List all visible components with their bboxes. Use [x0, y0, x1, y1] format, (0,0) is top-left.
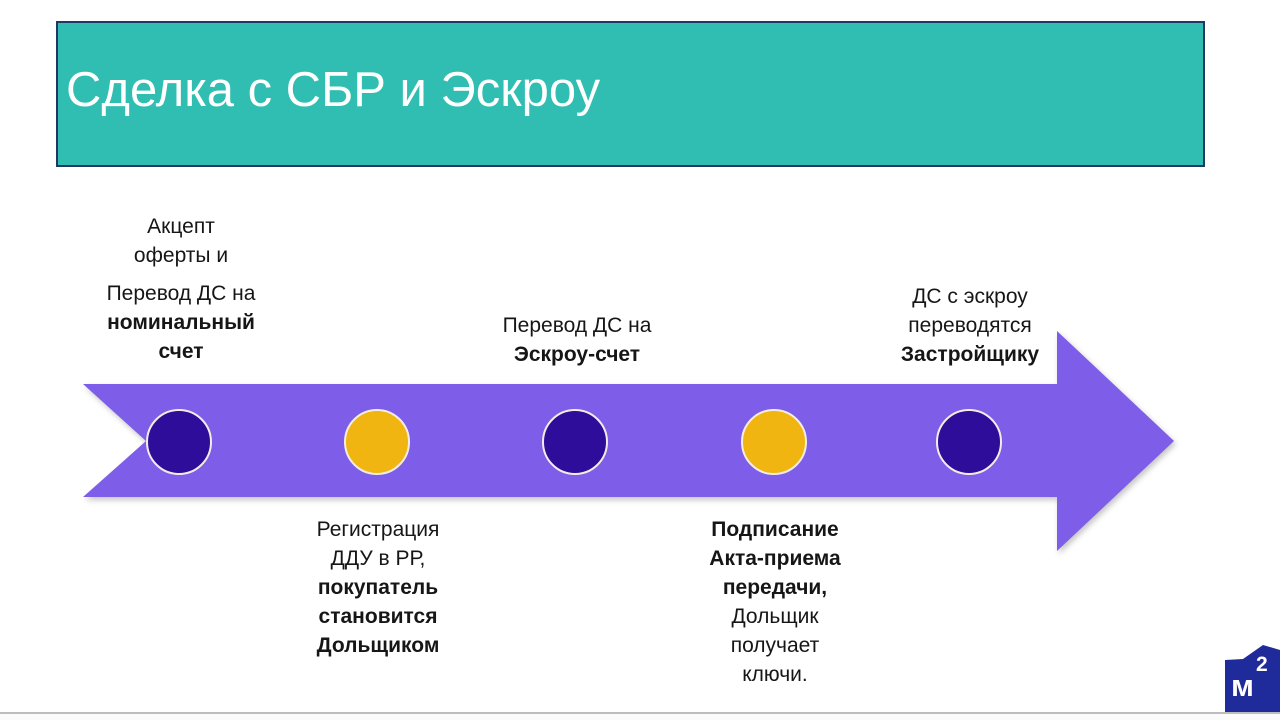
label-line: номинальный: [107, 311, 255, 334]
bottom-edge-line: [0, 712, 1280, 720]
m2-logo: м 2: [1222, 640, 1280, 720]
step-label-5: ДС с эскроу переводятся Застройщику: [888, 279, 1052, 376]
logo-letter: м: [1231, 668, 1254, 703]
label-line: счет: [158, 340, 204, 363]
step-label-4: Подписание Акта-приема передачи, Дольщик…: [709, 515, 840, 689]
step-circle-4: [741, 409, 807, 475]
label-line: Акцепт: [147, 215, 215, 238]
label-line: ДС с эскроу: [912, 285, 1028, 308]
label-line: переводятся: [908, 314, 1032, 337]
label-line: становится: [318, 605, 438, 628]
arrow-shape: [83, 331, 1174, 551]
label-line: покупатель: [317, 576, 439, 599]
step-circle-3: [542, 409, 608, 475]
label-line: получает: [730, 634, 820, 657]
step-label-3: Перевод ДС на Эскроу-счет: [503, 311, 652, 369]
step-circle-1: [146, 409, 212, 475]
label-line: Дольщик: [731, 605, 819, 628]
label-line: Подписание: [711, 518, 839, 541]
label-line: передачи,: [722, 576, 828, 599]
logo-shape: [1225, 645, 1280, 713]
label-line: Дольщиком: [316, 634, 440, 657]
label-line: Перевод ДС на: [106, 282, 256, 305]
label-line: ДДУ в РР,: [330, 547, 426, 570]
logo-superscript: 2: [1256, 653, 1268, 676]
title-bar: Сделка с СБР и Эскроу: [56, 21, 1205, 167]
step-circle-2: [344, 409, 410, 475]
slide-title: Сделка с СБР и Эскроу: [66, 63, 601, 118]
label-line: оферты и: [133, 244, 229, 267]
label-line: Эскроу-счет: [513, 343, 641, 366]
label-line: Акта-приема: [709, 547, 841, 570]
label-line: ключи.: [742, 663, 808, 686]
label-line: Застройщику: [900, 343, 1040, 366]
step-circle-5: [936, 409, 1002, 475]
label-line: Перевод ДС на: [502, 314, 652, 337]
step-label-1: Акцепт оферты и Перевод ДС на номинальны…: [107, 212, 256, 366]
step-label-2: Регистрация ДДУ в РР, покупатель станови…: [317, 515, 440, 660]
label-line: Регистрация: [316, 518, 440, 541]
